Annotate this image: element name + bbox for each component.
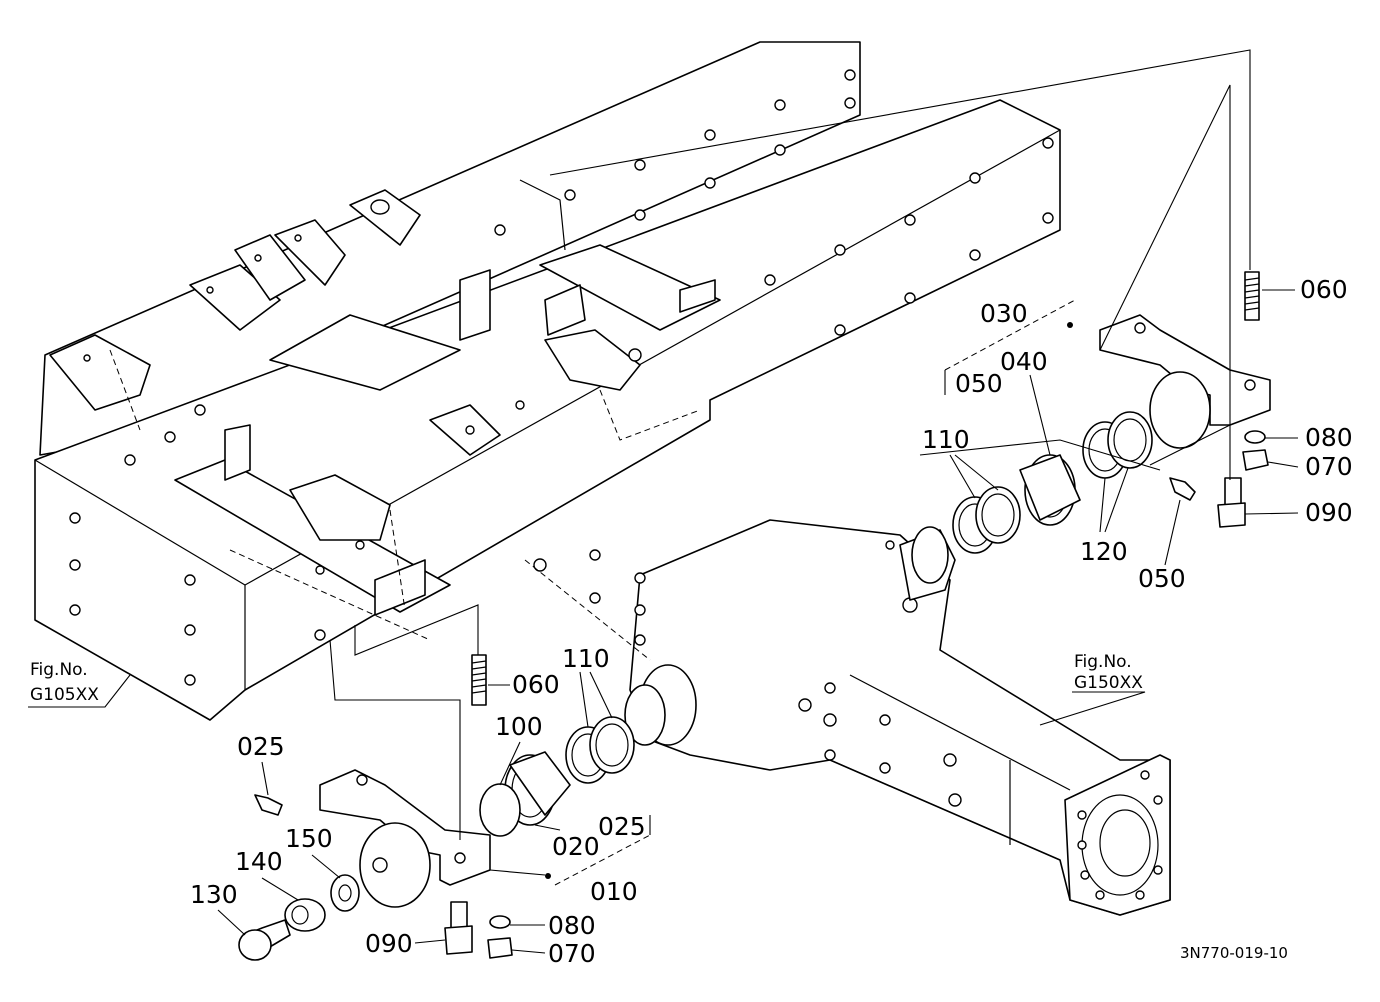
callout-120: 120: [1080, 537, 1128, 566]
callout-060-lower: 060: [512, 670, 560, 699]
callout-080-upper: 080: [1305, 423, 1353, 452]
callout-050-mid: 050: [1138, 564, 1186, 593]
callout-040: 040: [1000, 347, 1048, 376]
fig-ref-left-line2: G105XX: [30, 685, 99, 705]
stud-threads-lower: [471, 660, 487, 694]
callout-labels: 060 030 050 040 110 080 070 090 120 050 …: [190, 275, 1353, 968]
fig-ref-left-leader: [28, 674, 131, 708]
callout-110-lower: 110: [562, 644, 610, 673]
stud-threads-upper: [1244, 277, 1260, 311]
callout-090-lower: 090: [365, 929, 413, 958]
tractor-frame: [34, 41, 1061, 721]
fig-ref-left-line1: Fig.No.: [30, 660, 88, 680]
frame-holes: [69, 69, 1054, 686]
callout-060-upper: 060: [1300, 275, 1348, 304]
lower-left-parts: [238, 604, 651, 961]
callout-100: 100: [495, 712, 543, 741]
callout-025-left: 025: [237, 732, 285, 761]
callout-090-upper: 090: [1305, 498, 1353, 527]
callout-030: 030: [980, 299, 1028, 328]
fig-ref-right-line1: Fig.No.: [1074, 652, 1132, 672]
callout-070-lower: 070: [548, 939, 596, 968]
callout-025-right: 025: [598, 812, 646, 841]
document-number: 3N770-019-10: [1180, 944, 1288, 962]
callout-010: 010: [590, 877, 638, 906]
fig-ref-right-leader: [1039, 691, 1146, 726]
callout-070-upper: 070: [1305, 452, 1353, 481]
axle-case: [524, 519, 1171, 916]
callout-080-lower: 080: [548, 911, 596, 940]
upper-right-parts: [549, 49, 1271, 554]
callout-020: 020: [552, 832, 600, 861]
fig-ref-right-line2: G150XX: [1074, 673, 1143, 693]
callout-140: 140: [235, 847, 283, 876]
callout-110-upper: 110: [922, 425, 970, 454]
callout-050-upper: 050: [955, 369, 1003, 398]
figure-reference-right: Fig.No. G150XX: [1074, 652, 1143, 693]
callout-150: 150: [285, 824, 333, 853]
callout-130: 130: [190, 880, 238, 909]
figure-reference-left: Fig.No. G105XX: [30, 660, 99, 705]
